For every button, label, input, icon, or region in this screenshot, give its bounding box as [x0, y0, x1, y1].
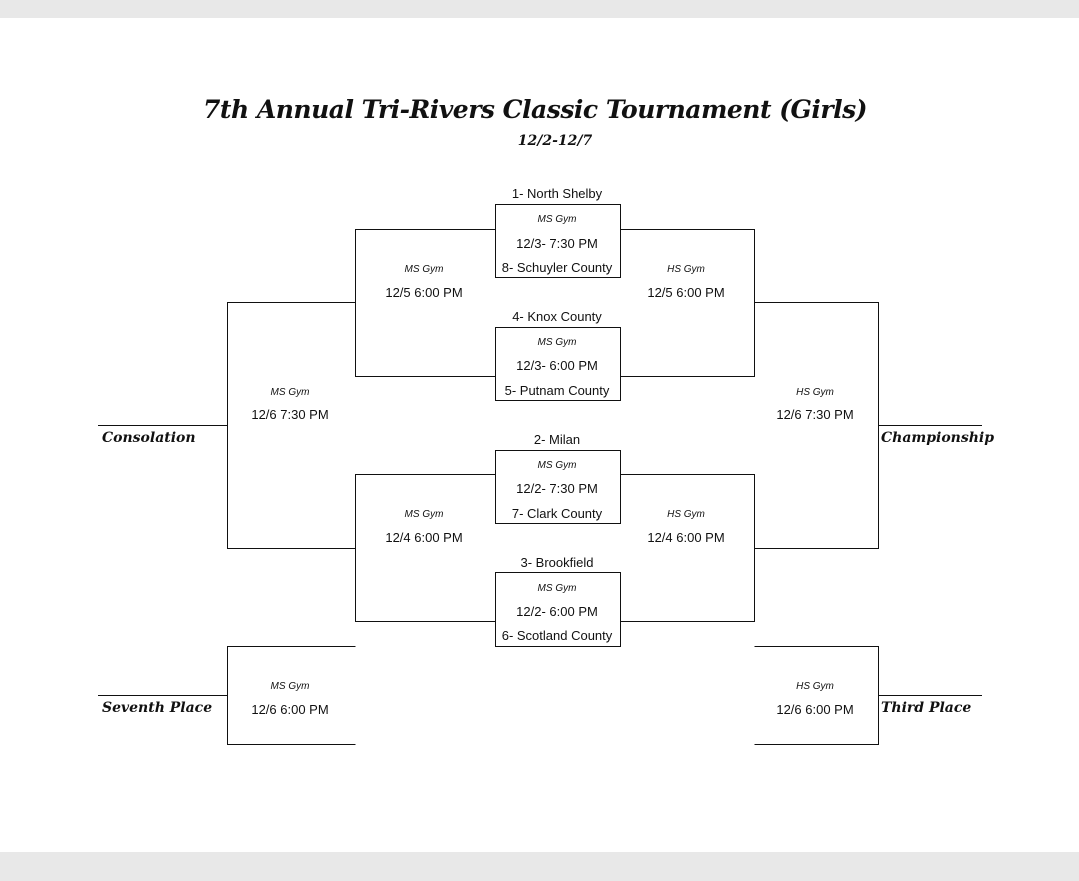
page-title: 7th Annual Tri-Rivers Classic Tournament…	[203, 95, 867, 124]
game-time: 12/6 6:00 PM	[251, 702, 329, 717]
team-seed-top: 2- Milan	[533, 432, 581, 447]
game-venue: MS Gym	[404, 509, 444, 520]
tournament-dates: 12/2-12/7	[517, 133, 593, 149]
consolation-label: Consolation	[102, 430, 196, 446]
bracket-line	[355, 229, 496, 377]
team-seed-bottom: 7- Clark County	[511, 506, 603, 521]
game-venue: HS Gym	[667, 264, 705, 275]
team-seed-bottom: 5- Putnam County	[504, 383, 610, 398]
game-venue: MS Gym	[537, 460, 577, 471]
bracket-line	[355, 474, 496, 622]
bracket-line	[620, 474, 755, 622]
game-time: 12/4 6:00 PM	[647, 530, 725, 545]
game-venue: MS Gym	[537, 214, 577, 225]
championship-label: Championship	[881, 430, 994, 446]
bracket-line	[620, 229, 755, 377]
game-venue: MS Gym	[537, 583, 577, 594]
game-venue: MS Gym	[270, 681, 310, 692]
game-time: 12/2- 7:30 PM	[516, 481, 598, 496]
game-box	[495, 572, 621, 647]
bracket-line	[227, 302, 356, 549]
game-time: 12/6 6:00 PM	[776, 702, 854, 717]
team-seed-bottom: 6- Scotland County	[501, 628, 613, 643]
bracket-line	[754, 646, 879, 745]
team-seed-top: 1- North Shelby	[511, 186, 603, 201]
game-time: 12/6 7:30 PM	[251, 407, 329, 422]
seventh-place-label: Seventh Place	[102, 700, 213, 716]
game-time: 12/3- 7:30 PM	[516, 236, 598, 251]
game-time: 12/6 7:30 PM	[776, 407, 854, 422]
third-place-label: Third Place	[881, 700, 972, 716]
game-venue: HS Gym	[796, 387, 834, 398]
game-time: 12/4 6:00 PM	[385, 530, 463, 545]
team-seed-top: 3- Brookfield	[520, 555, 594, 570]
team-seed-top: 4- Knox County	[512, 309, 602, 324]
game-time: 12/3- 6:00 PM	[516, 358, 598, 373]
game-venue: HS Gym	[796, 681, 834, 692]
game-box	[495, 327, 621, 401]
game-box	[495, 450, 621, 524]
team-seed-bottom: 8- Schuyler County	[501, 260, 613, 275]
game-time: 12/2- 6:00 PM	[516, 604, 598, 619]
game-venue: HS Gym	[667, 509, 705, 520]
game-time: 12/5 6:00 PM	[385, 285, 463, 300]
game-box	[495, 204, 621, 278]
game-venue: MS Gym	[537, 337, 577, 348]
bracket-line	[754, 302, 879, 549]
bracket-line	[227, 646, 356, 745]
game-venue: MS Gym	[404, 264, 444, 275]
bracket-sheet	[0, 18, 1079, 852]
game-time: 12/5 6:00 PM	[647, 285, 725, 300]
game-venue: MS Gym	[270, 387, 310, 398]
